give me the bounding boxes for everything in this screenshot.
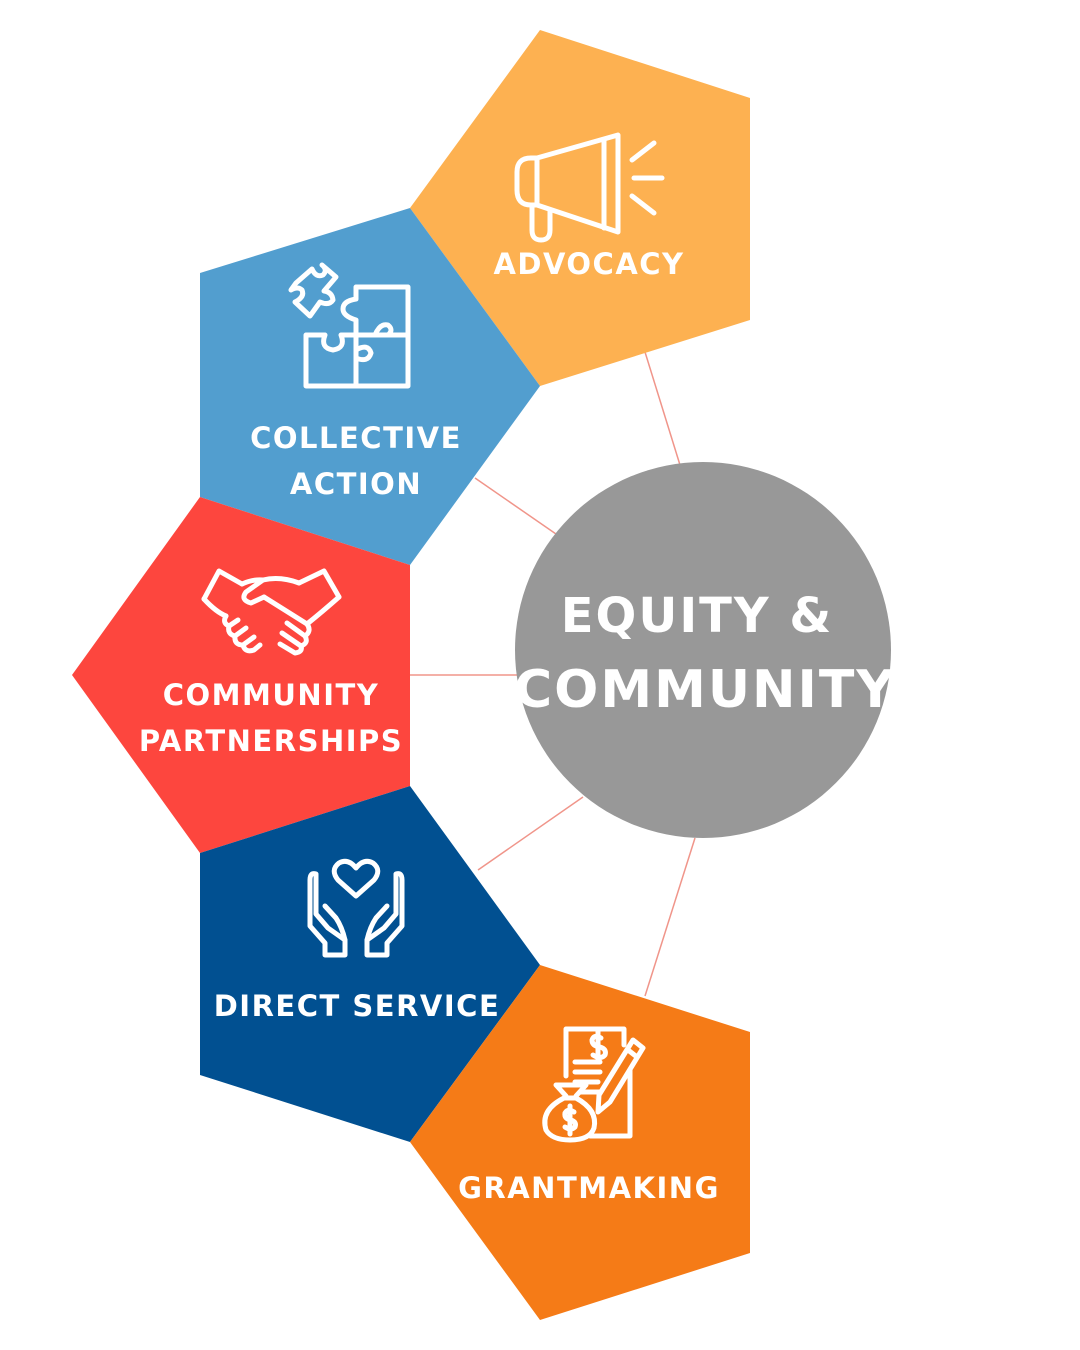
connector-grantmaking bbox=[644, 837, 696, 997]
node-label-collective-action-line-1: COLLECTIVE bbox=[250, 421, 462, 455]
node-direct-service-shape bbox=[200, 786, 540, 1142]
connector-lines bbox=[410, 351, 696, 997]
node-labels: ADVOCACY COLLECTIVE ACTION COMMUNITY PARTNER… bbox=[139, 247, 720, 1205]
connector-advocacy bbox=[644, 351, 681, 466]
center-circle bbox=[515, 462, 891, 838]
grant-document-icon bbox=[542, 1026, 646, 1143]
megaphone-icon bbox=[514, 132, 665, 243]
center-title-line-1: EQUITY & bbox=[561, 588, 834, 644]
connector-direct-service bbox=[477, 796, 584, 871]
puzzle-icon bbox=[288, 262, 411, 389]
connector-collective-action bbox=[474, 477, 557, 535]
node-grantmaking-shape bbox=[410, 965, 750, 1320]
center-title-line-2: COMMUNITY bbox=[514, 660, 896, 720]
handshake-icon bbox=[201, 568, 342, 656]
node-label-community-partnerships-line-1: COMMUNITY bbox=[163, 678, 380, 712]
node-advocacy-shape bbox=[410, 30, 750, 386]
node-label-advocacy-line-1: ADVOCACY bbox=[493, 247, 684, 281]
node-label-grantmaking-line-1: GRANTMAKING bbox=[458, 1171, 720, 1205]
node-label-collective-action-line-2: ACTION bbox=[290, 467, 422, 501]
node-community-partnerships-shape bbox=[72, 497, 410, 853]
node-label-direct-service-line-1: DIRECT SERVICE bbox=[214, 989, 501, 1023]
hands-heart-icon bbox=[307, 858, 405, 958]
node-label-community-partnerships-line-2: PARTNERSHIPS bbox=[139, 724, 403, 758]
